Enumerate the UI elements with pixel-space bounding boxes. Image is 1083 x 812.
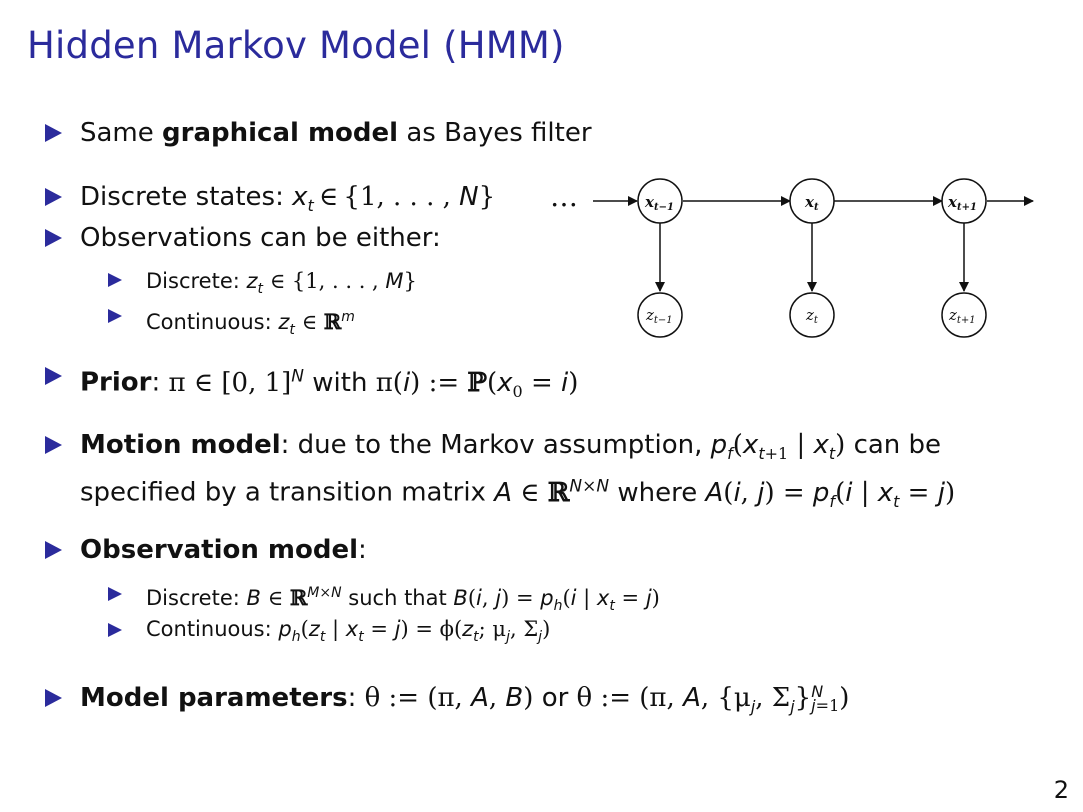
bullet-marker (45, 367, 62, 385)
node-z-t-plus-1 (941, 292, 987, 338)
sub-bullet-marker (108, 309, 122, 323)
sub-bullet-marker (108, 587, 122, 601)
sub-bullet-marker (108, 273, 122, 287)
bullet-motion-model-line2: specified by a transition matrix A ∈ ℝN×… (80, 476, 956, 511)
formula-continuous-observations: zt ∈ ℝm (278, 309, 355, 339)
label-z-t: zt (805, 306, 819, 326)
node-z-t-minus-1 (637, 292, 683, 338)
label-x-t-minus-1: xt−1 (644, 193, 674, 213)
sub-bullet-continuous-observation-model: Continuous: ph(zt | xt = j) = ϕ(zt; μj, … (146, 617, 551, 646)
label-z-t-minus-1: zt−1 (645, 306, 673, 326)
formula-gaussian-emission: ph(zt | xt = j) = ϕ(zt; μj, Σj) (278, 617, 551, 646)
sub-bullet-marker (108, 623, 122, 637)
sub-bullet-continuous-observations: Continuous: zt ∈ ℝm (146, 309, 355, 339)
node-x-t (789, 178, 835, 224)
formula-discrete-observations: zt ∈ {1, . . . , M} (246, 269, 417, 298)
bullet-discrete-states: Discrete states: xt ∈ {1, . . . , N} (80, 182, 496, 216)
bullet-model-parameters: Model parameters: θ := (π, A, B) or θ :=… (80, 682, 850, 717)
bullet-motion-model: Motion model: due to the Markov assumpti… (80, 430, 942, 464)
formula-emission-matrix: B ∈ ℝM×N such that B(i, j) = ph(i | xt =… (246, 585, 660, 615)
bullet-same-graphical-model: Same graphical model as Bayes filter (80, 118, 592, 148)
bullet-prior: Prior: π ∈ [0, 1]N with π(i) := ℙ(x0 = i… (80, 366, 579, 401)
sub-bullet-discrete-observation-model: Discrete: B ∈ ℝM×N such that B(i, j) = p… (146, 585, 660, 615)
formula-motion-density: pf(xt+1 | xt) can be (710, 430, 942, 464)
label-x-t: xt (804, 193, 819, 213)
hmm-graphical-model-diagram: … xt−1 xt xt+1 zt−1 zt zt+1 (550, 178, 1034, 338)
bullet-marker (45, 124, 62, 142)
bullet-marker (45, 188, 62, 206)
ellipsis-dots: … (550, 180, 578, 213)
slide-title: Hidden Markov Model (HMM) (27, 24, 565, 67)
bullet-observations: Observations can be either: (80, 223, 441, 253)
formula-discrete-states: xt ∈ {1, . . . , N} (292, 182, 496, 216)
formula-prior: π ∈ [0, 1]N with π(i) := ℙ(x0 = i) (168, 366, 579, 401)
bullet-marker (45, 229, 62, 247)
node-x-t-plus-1 (941, 178, 987, 224)
bullet-marker (45, 689, 62, 707)
bullet-marker (45, 436, 62, 454)
formula-transition-matrix: A ∈ ℝN×N where A(i, j) = pf(i | xt = j) (494, 476, 956, 511)
label-z-t-plus-1: zt+1 (948, 306, 976, 326)
sub-bullet-discrete-observations: Discrete: zt ∈ {1, . . . , M} (146, 269, 417, 298)
page-number: 2 (1053, 776, 1069, 804)
label-x-t-plus-1: xt+1 (947, 193, 977, 213)
node-x-t-minus-1 (637, 178, 683, 224)
bullet-observation-model: Observation model: (80, 535, 367, 565)
node-z-t (789, 292, 835, 338)
bullet-marker (45, 541, 62, 559)
